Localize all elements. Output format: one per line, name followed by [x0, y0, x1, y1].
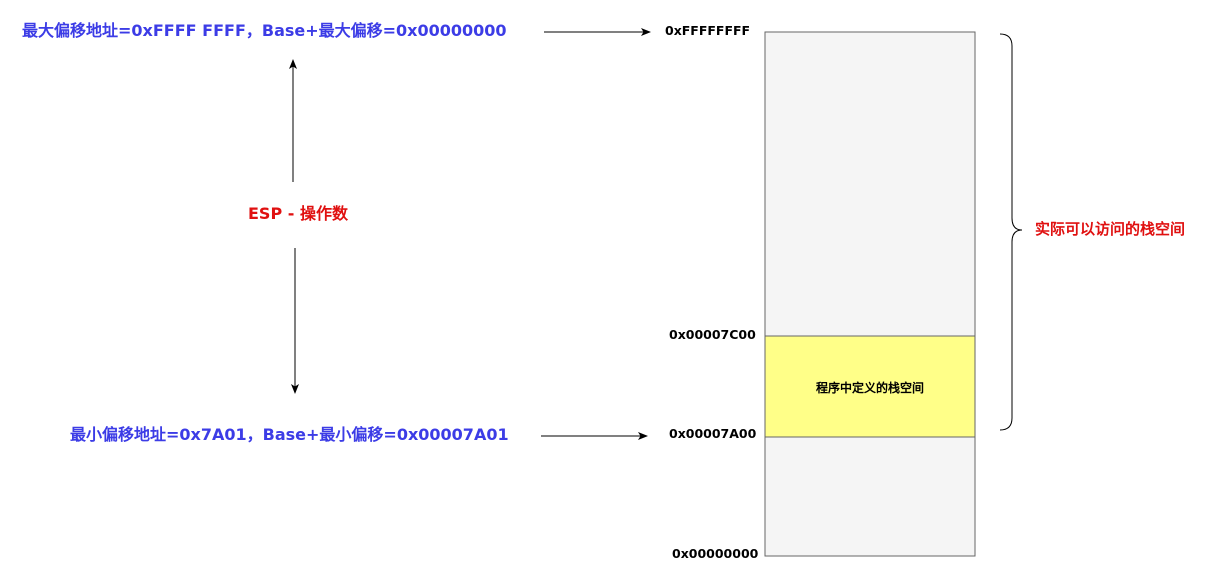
address-stack-bottom-label: 0x00007A00 — [669, 426, 757, 441]
address-top-label: 0xFFFFFFFF — [665, 23, 751, 38]
program-stack-label: 程序中定义的栈空间 — [815, 380, 924, 395]
accessible-stack-label: 实际可以访问的栈空间 — [1035, 220, 1186, 238]
accessible-stack-brace — [999, 33, 1023, 431]
max-offset-label: 最大偏移地址=0xFFFF FFFF，Base+最大偏移=0x00000000 — [22, 21, 507, 40]
esp-operand-label: ESP - 操作数 — [248, 204, 348, 223]
address-zero-label: 0x00000000 — [672, 546, 759, 561]
address-stack-top-label: 0x00007C00 — [669, 327, 756, 342]
min-offset-label: 最小偏移地址=0x7A01，Base+最小偏移=0x00007A01 — [70, 425, 509, 444]
memory-region — [764, 31, 976, 557]
program-stack-region — [764, 335, 976, 438]
